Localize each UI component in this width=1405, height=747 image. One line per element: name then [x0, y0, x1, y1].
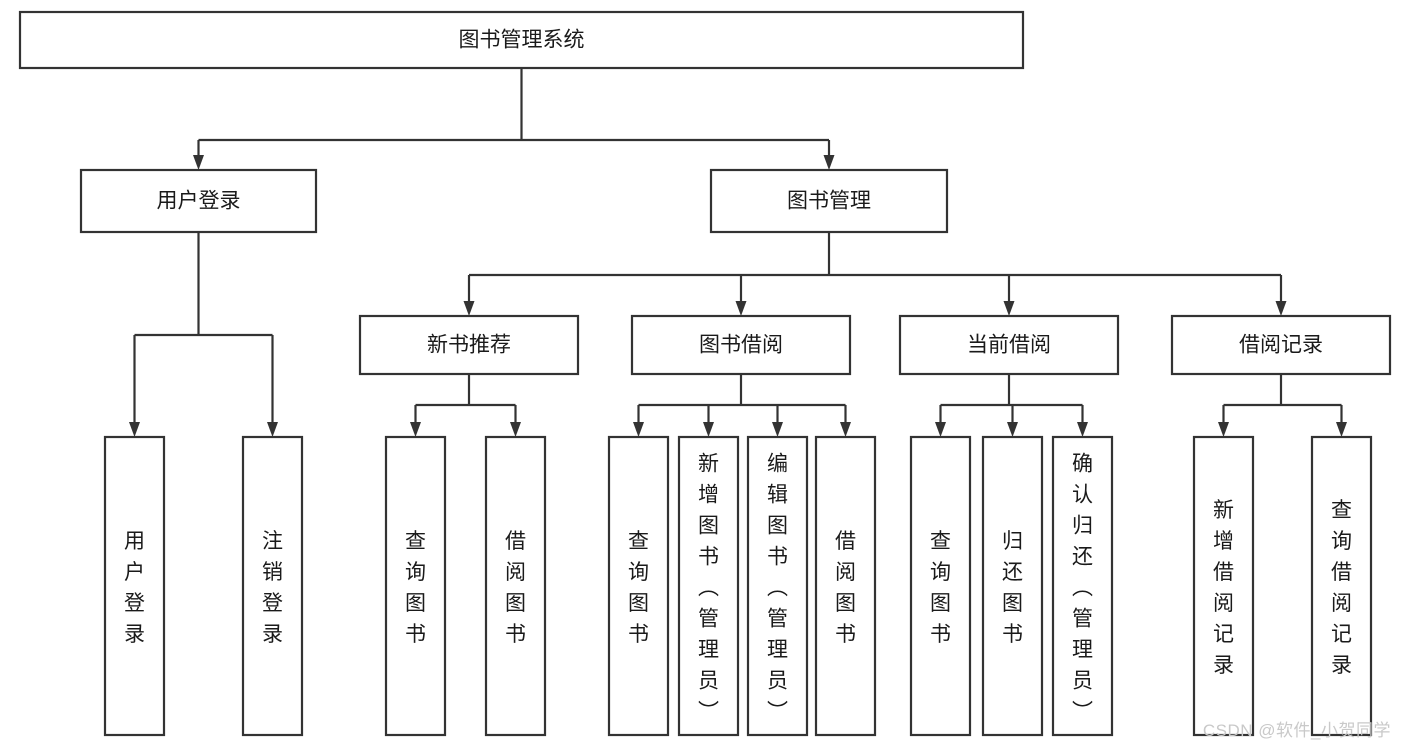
connector-group-book-manage — [463, 232, 1287, 316]
arrow-head-icon — [935, 422, 946, 437]
node-label-leaf-confirm-return: 确认归还︵管理员︶ — [1072, 453, 1093, 724]
node-leaf-logout[interactable]: 注销登录 — [241, 435, 304, 737]
node-leaf-borrow-book-bb[interactable]: 借阅图书 — [814, 435, 877, 737]
node-label-leaf-query-book-cb: 查询图书 — [930, 530, 951, 646]
arrow-head-icon — [1218, 422, 1229, 437]
node-box-leaf-return-book[interactable] — [981, 435, 1044, 737]
node-leaf-borrow-book-rec[interactable]: 借阅图书 — [484, 435, 547, 737]
node-leaf-return-book[interactable]: 归还图书 — [981, 435, 1044, 737]
node-current-borrow[interactable]: 当前借阅 — [898, 314, 1120, 376]
node-book-manage[interactable]: 图书管理 — [709, 168, 949, 234]
node-box-new-book-rec[interactable] — [358, 314, 580, 376]
node-label-leaf-borrow-book-bb: 借阅图书 — [835, 530, 856, 646]
arrow-head-icon — [1336, 422, 1347, 437]
node-leaf-add-book[interactable]: 新增图书︵管理员︶ — [677, 435, 740, 737]
node-label-leaf-query-book-bb: 查询图书 — [628, 530, 649, 646]
arrow-head-icon — [633, 422, 644, 437]
node-box-leaf-add-record[interactable] — [1192, 435, 1255, 737]
node-label-leaf-return-book: 归还图书 — [1002, 530, 1023, 646]
node-label-leaf-query-book-rec: 查询图书 — [405, 530, 426, 646]
connector-group-root — [193, 68, 835, 170]
node-label-leaf-user-login: 用户登录 — [124, 530, 145, 646]
node-box-leaf-query-book-rec[interactable] — [384, 435, 447, 737]
csdn-watermark: CSDN @软件_小贺同学 — [1202, 721, 1391, 740]
node-leaf-edit-book[interactable]: 编辑图书︵管理员︶ — [746, 435, 809, 737]
connector-group-borrow-record — [1218, 374, 1347, 437]
arrow-head-icon — [267, 422, 278, 437]
node-box-leaf-borrow-book-bb[interactable] — [814, 435, 877, 737]
node-leaf-user-login[interactable]: 用户登录 — [103, 435, 166, 737]
node-box-book-borrow[interactable] — [630, 314, 852, 376]
node-box-leaf-edit-book[interactable] — [746, 435, 809, 737]
arrow-head-icon — [703, 422, 714, 437]
connectors-layer — [129, 68, 1347, 437]
node-label-borrow-record: 借阅记录 — [1239, 334, 1323, 357]
nodes-layer: 图书管理系统用户登录图书管理新书推荐图书借阅当前借阅借阅记录用户登录注销登录查询… — [18, 10, 1392, 737]
arrow-head-icon — [772, 422, 783, 437]
node-box-book-manage[interactable] — [709, 168, 949, 234]
node-new-book-rec[interactable]: 新书推荐 — [358, 314, 580, 376]
node-label-leaf-borrow-book-rec: 借阅图书 — [505, 530, 526, 646]
arrow-head-icon — [510, 422, 521, 437]
node-label-new-book-rec: 新书推荐 — [427, 334, 511, 357]
arrow-head-icon — [1003, 301, 1015, 316]
node-book-borrow[interactable]: 图书借阅 — [630, 314, 852, 376]
node-box-leaf-query-book-cb[interactable] — [909, 435, 972, 737]
node-leaf-query-book-bb[interactable]: 查询图书 — [607, 435, 670, 737]
node-leaf-confirm-return[interactable]: 确认归还︵管理员︶ — [1051, 435, 1114, 737]
node-box-leaf-query-book-bb[interactable] — [607, 435, 670, 737]
node-label-leaf-query-record: 查询借阅记录 — [1331, 499, 1352, 677]
connector-group-book-borrow — [633, 374, 851, 437]
node-label-book-manage: 图书管理 — [787, 190, 871, 213]
node-user-login[interactable]: 用户登录 — [79, 168, 318, 234]
node-box-leaf-add-book[interactable] — [677, 435, 740, 737]
node-leaf-query-book-rec[interactable]: 查询图书 — [384, 435, 447, 737]
arrow-head-icon — [735, 301, 747, 316]
node-borrow-record[interactable]: 借阅记录 — [1170, 314, 1392, 376]
node-box-current-borrow[interactable] — [898, 314, 1120, 376]
arrow-head-icon — [129, 422, 140, 437]
node-label-root: 图书管理系统 — [459, 29, 585, 52]
connector-group-user-login — [129, 232, 278, 437]
node-label-book-borrow: 图书借阅 — [699, 334, 783, 357]
arrow-head-icon — [1077, 422, 1088, 437]
arrow-head-icon — [840, 422, 851, 437]
arrow-head-icon — [823, 155, 835, 170]
node-box-root[interactable] — [18, 10, 1025, 70]
node-label-leaf-edit-book: 编辑图书︵管理员︶ — [767, 453, 788, 724]
connector-group-new-book-rec — [410, 374, 521, 437]
arrow-head-icon — [1275, 301, 1287, 316]
node-box-leaf-query-record[interactable] — [1310, 435, 1373, 737]
node-box-leaf-logout[interactable] — [241, 435, 304, 737]
arrow-head-icon — [193, 155, 204, 170]
node-box-leaf-user-login[interactable] — [103, 435, 166, 737]
node-box-leaf-borrow-book-rec[interactable] — [484, 435, 547, 737]
node-leaf-query-book-cb[interactable]: 查询图书 — [909, 435, 972, 737]
node-box-borrow-record[interactable] — [1170, 314, 1392, 376]
arrow-head-icon — [463, 301, 475, 316]
node-label-leaf-logout: 注销登录 — [262, 530, 283, 646]
node-label-leaf-add-book: 新增图书︵管理员︶ — [698, 453, 719, 724]
node-root[interactable]: 图书管理系统 — [18, 10, 1025, 70]
arrow-head-icon — [410, 422, 421, 437]
node-label-user-login: 用户登录 — [157, 190, 241, 213]
arrow-head-icon — [1007, 422, 1018, 437]
node-label-leaf-add-record: 新增借阅记录 — [1213, 499, 1234, 677]
node-leaf-query-record[interactable]: 查询借阅记录 — [1310, 435, 1373, 737]
node-box-user-login[interactable] — [79, 168, 318, 234]
connector-group-current-borrow — [935, 374, 1088, 437]
node-leaf-add-record[interactable]: 新增借阅记录 — [1192, 435, 1255, 737]
node-label-current-borrow: 当前借阅 — [967, 334, 1051, 357]
node-box-leaf-confirm-return[interactable] — [1051, 435, 1114, 737]
